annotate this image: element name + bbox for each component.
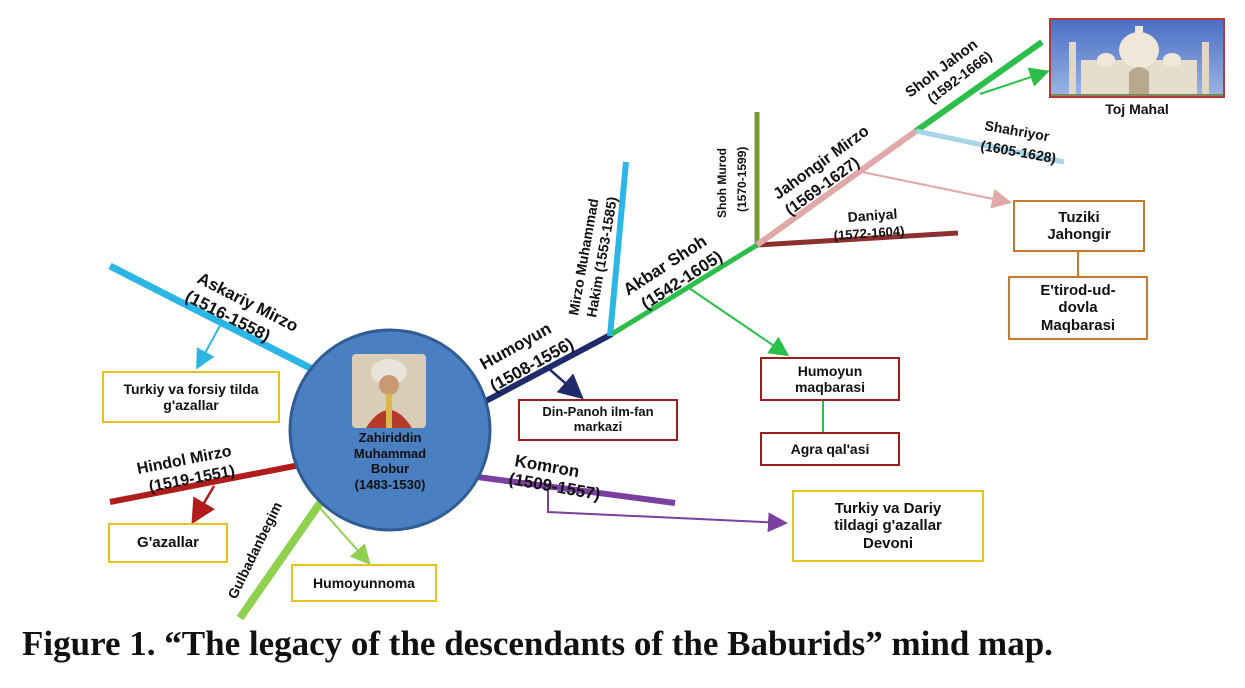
hindol-work-box: G'azallar xyxy=(108,523,228,563)
center-node xyxy=(288,328,492,532)
akbar-work2-box: Agra qal'asi xyxy=(760,432,900,466)
taj-mahal-label: Toj Mahal xyxy=(1105,101,1169,117)
akbar-branch-line xyxy=(610,242,759,337)
hindol-branch-line xyxy=(109,460,311,505)
askariy-work-line1: Turkiy va forsiy tilda xyxy=(123,380,259,397)
komron-branch-line xyxy=(461,472,676,506)
jahongir-work2-line2: dovla xyxy=(1058,299,1098,317)
daniyal-years: (1572-1604) xyxy=(833,223,905,243)
gulbadan-name: Gulbadanbegim xyxy=(224,499,285,601)
askariy-arrow xyxy=(196,321,223,370)
akbar-work1-line1: Humoyun xyxy=(797,362,863,379)
akbar-arrow xyxy=(685,285,790,357)
komron-work-box: Turkiy va Dariy tildagi g'azallar Devoni xyxy=(792,490,984,562)
figure-caption: Figure 1. “The legacy of the descendants… xyxy=(22,624,1053,663)
jahongir-arrow xyxy=(861,171,1012,209)
shoh-murod-name: Shoh Murod xyxy=(715,148,729,218)
taj-mahal-image xyxy=(1049,18,1225,98)
gulbadan-arrow xyxy=(319,507,371,565)
komron-work-line2: tildagi g'azallar xyxy=(834,517,942,535)
hindol-work-line1: G'azallar xyxy=(137,534,199,552)
komron-work-line1: Turkiy va Dariy xyxy=(834,500,942,518)
humoyun-arrow xyxy=(547,367,584,400)
center-name-line1: Zahiriddin xyxy=(358,430,422,445)
center-label: Zahiriddin Muhammad Bobur (1483-1530) xyxy=(322,430,458,492)
center-name-line3: Bobur xyxy=(370,461,410,477)
jahongir-work2-box: E'tirod-ud- dovla Maqbarasi xyxy=(1008,276,1148,340)
jahongir-work2-line1: E'tirod-ud- xyxy=(1040,282,1116,300)
gulbadan-work-box: Humoyunnoma xyxy=(291,564,437,602)
daniyal-name: Daniyal xyxy=(847,206,898,225)
humoyun-work-line1: Din-Panoh ilm-fan xyxy=(542,404,654,420)
jahongir-work2-line3: Maqbarasi xyxy=(1040,316,1116,334)
jahongir-work1-line2: Jahongir xyxy=(1047,226,1111,243)
humoyun-work-line2: markazi xyxy=(573,419,623,434)
akbar-work1-box: Humoyun maqbarasi xyxy=(760,357,900,401)
jahongir-work1-line1: Tuziki xyxy=(1058,208,1100,226)
askariy-branch-line xyxy=(108,262,324,378)
center-years: (1483-1530) xyxy=(354,476,426,492)
gulbadan-work-line1: Humoyunnoma xyxy=(313,574,415,591)
komron-work-line3: Devoni xyxy=(862,534,913,552)
hindol-arrow xyxy=(191,485,216,525)
shoh-jahon-branch-line xyxy=(914,39,1044,134)
askariy-work-line2: g'azallar xyxy=(163,397,219,413)
komron-arrow xyxy=(547,487,788,533)
humoyun-work-box: Din-Panoh ilm-fan markazi xyxy=(518,399,678,441)
jahongir-branch-line xyxy=(755,128,918,248)
center-name-line2: Muhammad xyxy=(353,445,427,461)
askariy-work-box: Turkiy va forsiy tilda g'azallar xyxy=(102,371,280,423)
shahriyor-branch-line xyxy=(915,128,1065,165)
akbar-work2-line1: Agra qal'asi xyxy=(790,440,870,457)
shoh-jahon-arrow xyxy=(979,67,1050,95)
akbar-work1-line2: maqbarasi xyxy=(794,379,866,395)
shoh-murod-years: (1570-1599) xyxy=(735,147,749,212)
daniyal-branch-line xyxy=(756,230,959,248)
jahongir-work1-box: Tuziki Jahongir xyxy=(1013,200,1145,252)
portrait-image xyxy=(352,354,426,428)
mirzo-hakim-branch-line xyxy=(607,161,629,337)
